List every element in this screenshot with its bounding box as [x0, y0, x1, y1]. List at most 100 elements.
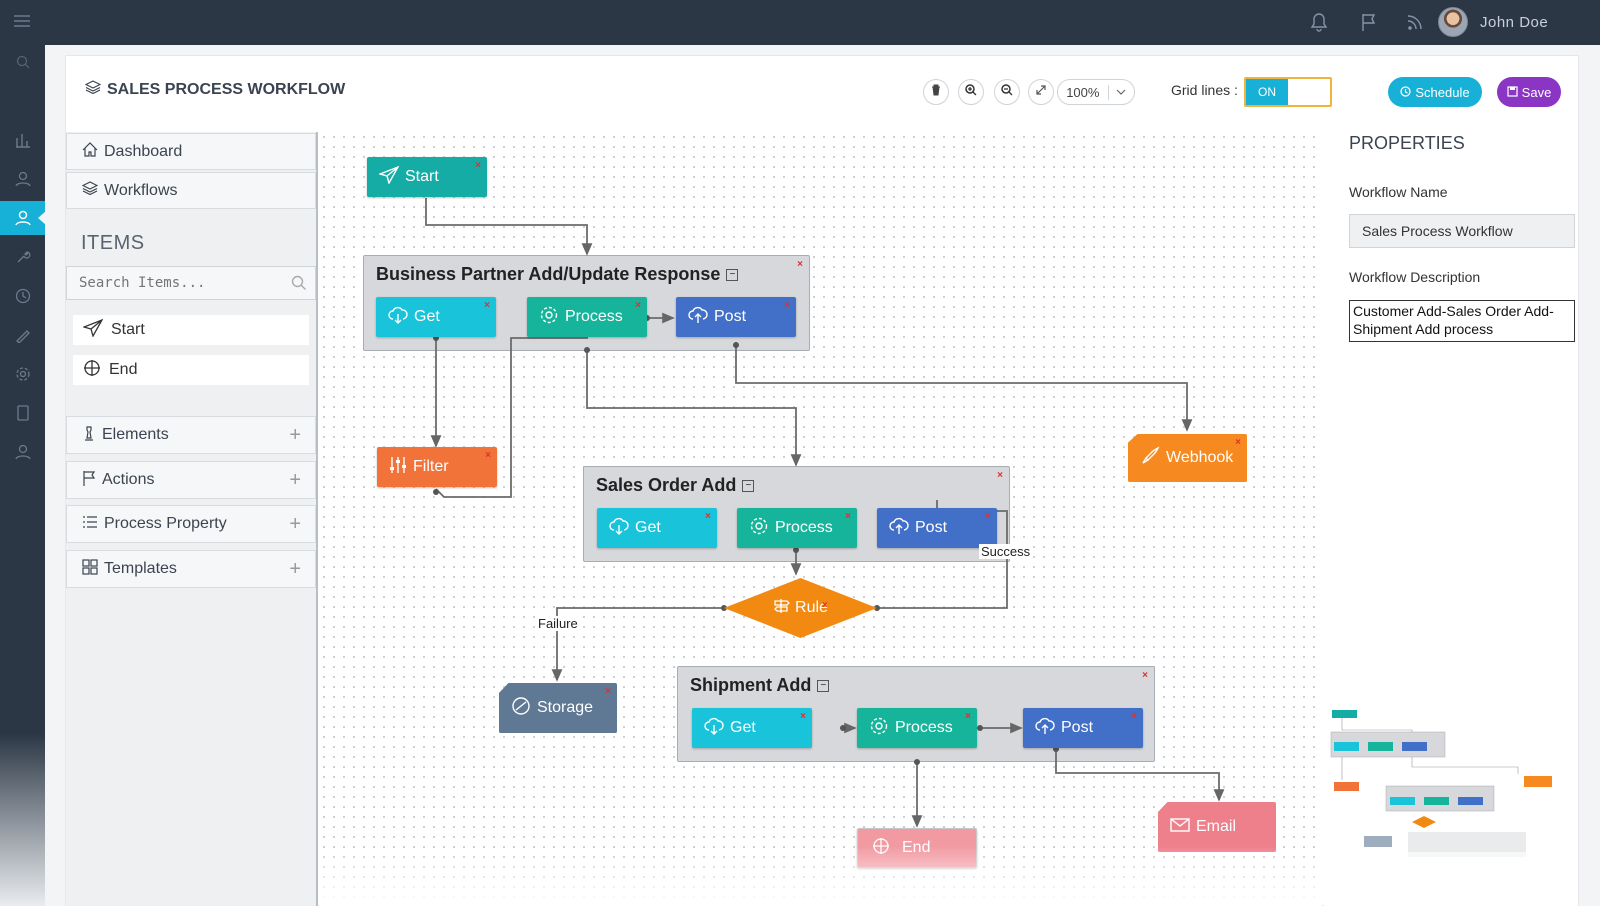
node-bp-get-label: Get	[414, 308, 440, 325]
accordion-elements[interactable]: Elements +	[66, 416, 316, 454]
workflow-name-field[interactable]: Sales Process Workflow	[1349, 214, 1575, 248]
zoom-value: 100%	[1058, 84, 1109, 100]
chart-icon[interactable]	[0, 123, 45, 157]
node-sh-post[interactable]: Post ×	[1023, 708, 1143, 748]
profile-icon[interactable]	[0, 435, 45, 469]
settings-icon[interactable]	[0, 357, 45, 391]
item-end[interactable]: End	[73, 355, 309, 385]
cloud-upload-icon	[889, 517, 909, 540]
node-start[interactable]: Start ×	[367, 157, 487, 197]
node-webhook[interactable]: Webhook ×	[1128, 434, 1247, 482]
node-sh-get[interactable]: Get ×	[692, 708, 812, 748]
bell-icon[interactable]	[1310, 12, 1328, 37]
minimap[interactable]	[1328, 702, 1578, 876]
tablet-icon[interactable]	[0, 396, 45, 430]
toggle-on-label: ON	[1246, 79, 1288, 105]
close-icon[interactable]: ×	[484, 300, 490, 311]
zoom-out-icon	[1001, 83, 1013, 101]
nav-dashboard[interactable]: Dashboard	[66, 133, 316, 170]
rule-close-icon[interactable]: ×	[822, 600, 828, 611]
close-icon[interactable]: ×	[705, 511, 711, 522]
minimap-preview	[1328, 710, 1578, 876]
zoom-in-button[interactable]	[958, 79, 984, 105]
node-bp-process[interactable]: Process ×	[527, 297, 647, 337]
node-so-process[interactable]: Process ×	[737, 508, 857, 548]
nav-workflows[interactable]: Workflows	[66, 172, 316, 209]
collapse-icon[interactable]: −	[817, 679, 830, 692]
collapse-icon[interactable]: −	[726, 268, 739, 281]
rss-icon[interactable]	[1406, 12, 1424, 37]
node-so-post[interactable]: Post ×	[877, 508, 997, 548]
cloud-download-icon	[704, 717, 724, 740]
send-icon	[377, 165, 400, 189]
item-start[interactable]: Start	[73, 315, 309, 345]
grid-lines-toggle[interactable]: ON	[1244, 77, 1332, 107]
close-icon[interactable]: ×	[784, 300, 790, 311]
chevron-down-icon	[1109, 89, 1134, 95]
flag-icon	[82, 470, 96, 491]
close-icon[interactable]: ×	[485, 450, 491, 461]
node-so-get[interactable]: Get ×	[597, 508, 717, 548]
node-sh-get-label: Get	[730, 719, 756, 736]
save-label: Save	[1521, 84, 1552, 100]
tool-icon[interactable]	[0, 318, 45, 352]
accordion-process-property[interactable]: Process Property +	[66, 505, 316, 543]
node-so-get-label: Get	[635, 519, 661, 536]
collapse-icon[interactable]: −	[742, 479, 755, 492]
plus-icon[interactable]: +	[289, 424, 301, 446]
close-icon[interactable]: ×	[965, 711, 971, 722]
close-icon[interactable]: ×	[797, 259, 803, 270]
accordion-actions[interactable]: Actions +	[66, 461, 316, 499]
node-email[interactable]: Email	[1158, 802, 1276, 852]
menu-icon[interactable]	[14, 14, 30, 33]
clock-icon[interactable]	[0, 279, 45, 313]
search-icon[interactable]	[291, 275, 307, 296]
save-button[interactable]: Save	[1497, 77, 1561, 107]
user-name[interactable]: John Doe	[1480, 14, 1549, 31]
plus-icon[interactable]: +	[289, 469, 301, 491]
search-icon[interactable]	[0, 45, 45, 79]
close-icon[interactable]: ×	[1131, 711, 1137, 722]
layers-icon	[81, 181, 99, 200]
workflow-description-field[interactable]: Customer Add-Sales Order Add-Shipment Ad…	[1349, 300, 1575, 342]
fit-button[interactable]	[1028, 79, 1054, 105]
top-bar: John Doe	[0, 0, 1600, 45]
zoom-select[interactable]: 100%	[1057, 79, 1135, 105]
wrench-icon[interactable]	[0, 240, 45, 274]
avatar[interactable]	[1438, 7, 1468, 37]
close-icon[interactable]: ×	[605, 686, 611, 697]
node-storage[interactable]: Storage ×	[499, 683, 617, 733]
user-icon[interactable]	[0, 162, 45, 196]
close-icon[interactable]: ×	[997, 470, 1003, 481]
signpost-icon	[773, 598, 791, 619]
zoom-out-button[interactable]	[994, 79, 1020, 105]
close-icon[interactable]: ×	[1142, 670, 1148, 681]
close-icon[interactable]: ×	[985, 511, 991, 522]
node-bp-post[interactable]: Post ×	[676, 297, 796, 337]
workflow-user-icon[interactable]	[0, 201, 46, 235]
success-label: Success	[979, 544, 1033, 559]
close-icon[interactable]: ×	[475, 160, 481, 171]
group-sales-order-title: Sales Order Add −	[596, 475, 755, 496]
failure-label: Failure	[536, 616, 580, 631]
flag-icon[interactable]	[1360, 12, 1378, 37]
search-items-box[interactable]	[66, 266, 316, 300]
items-heading: ITEMS	[81, 232, 145, 254]
close-icon[interactable]: ×	[1235, 437, 1241, 448]
delete-button[interactable]	[923, 79, 949, 105]
icon-rail	[0, 45, 46, 906]
accordion-templates[interactable]: Templates +	[66, 550, 316, 588]
plus-icon[interactable]: +	[289, 513, 301, 535]
plus-icon[interactable]: +	[289, 558, 301, 580]
crosshair-icon	[83, 359, 101, 382]
search-input[interactable]	[67, 267, 315, 299]
accordion-elements-label: Elements	[102, 426, 169, 443]
close-icon[interactable]: ×	[800, 711, 806, 722]
schedule-button[interactable]: Schedule	[1388, 77, 1482, 107]
close-icon[interactable]: ×	[845, 511, 851, 522]
node-filter[interactable]: Filter ×	[377, 447, 497, 487]
node-bp-get[interactable]: Get ×	[376, 297, 496, 337]
clock-icon	[1400, 85, 1412, 100]
close-icon[interactable]: ×	[635, 300, 641, 311]
node-sh-process[interactable]: Process ×	[857, 708, 977, 748]
